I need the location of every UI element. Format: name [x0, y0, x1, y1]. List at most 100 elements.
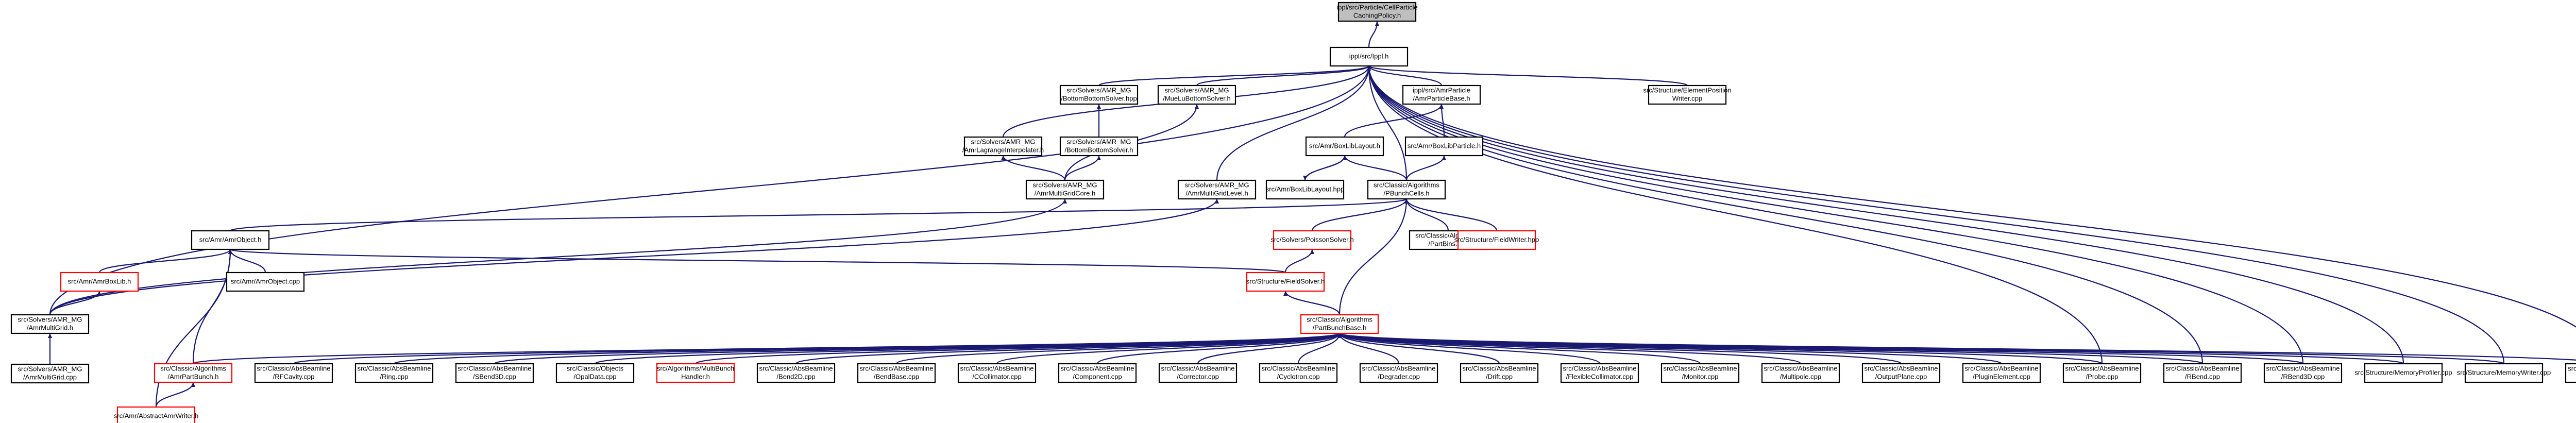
- node-label: /PartBunchBase.h: [1313, 324, 1367, 331]
- node-box: [1059, 136, 1139, 157]
- node-box: [2364, 363, 2443, 383]
- edge-b-mbdump-to-ippl: [1367, 65, 2576, 328]
- node-pbunch[interactable]: src/Classic/Algorithms/PartBunchBase.h: [1300, 314, 1379, 334]
- node-label: src/Structure/FieldWriter.hpp: [1454, 235, 1539, 243]
- node-label: /AmrLagrangeInterpolater.h: [962, 146, 1044, 154]
- node-root[interactable]: ippl/src/Particle/CellParticleCachingPol…: [1336, 2, 1418, 22]
- node-label: src/Structure/MemoryWriter.cpp: [2457, 368, 2551, 376]
- node-label: /AmrPartBunch.h: [168, 373, 219, 380]
- node-label: /AmrMultiGrid.cpp: [23, 373, 77, 381]
- node-box: [10, 314, 90, 334]
- node-b-amrpb[interactable]: src/Classic/Algorithms/AmrPartBunch.h: [154, 363, 233, 383]
- node-box: [1329, 46, 1409, 67]
- node-box: [1273, 230, 1352, 250]
- node-boxlibparticle: src/Amr/BoxLibParticle.h: [1404, 136, 1484, 157]
- node-label: /BottomBottomSolver.hpp: [1061, 94, 1137, 102]
- node-b-mon: src/Classic/AbsBeamline/Monitor.cpp: [1660, 363, 1740, 383]
- node-box: [1402, 84, 1481, 105]
- node-label: src/Classic/AbsBeamline: [859, 364, 933, 372]
- node-label: src/Classic/AbsBeamline: [1462, 364, 1536, 372]
- node-amlb: src/Solvers/AMR_MG/MueLuBottomSolver.h: [1157, 84, 1236, 105]
- node-label: /PBunchCells.h: [1384, 189, 1430, 197]
- node-box: [963, 136, 1043, 157]
- node-label: /Ring.cpp: [380, 373, 409, 380]
- edge-amgrid-h-to-amrboxlib: [49, 291, 101, 315]
- node-box: [756, 363, 836, 383]
- node-fieldwriter[interactable]: src/Structure/FieldWriter.hpp: [1454, 230, 1539, 250]
- node-amglevel: src/Solvers/AMR_MG/AmrMultiGridLevel.h: [1177, 179, 1257, 200]
- edge-b-mbdump-to-pbunch: [1337, 332, 2576, 361]
- edge-b-bend2d-to-pbunch: [795, 332, 1342, 365]
- node-box: [2163, 363, 2242, 383]
- node-label: src/Classic/AbsBeamline: [1161, 364, 1234, 372]
- node-box: [1259, 363, 1338, 383]
- node-poisson[interactable]: src/Solvers/PoissonSolver.h: [1270, 230, 1354, 250]
- node-label: src/Classic/Algorithms: [1374, 181, 1439, 189]
- node-label: src/Structure/ElementPosition: [1643, 86, 1731, 94]
- node-box: [1761, 363, 1840, 383]
- edge-b-ccoll-to-pbunch: [996, 332, 1342, 365]
- node-label: CachingPolicy.h: [1353, 11, 1401, 19]
- edge-fieldsolver-to-poisson: [1284, 249, 1314, 273]
- node-label: src/Classic/AbsBeamline: [759, 364, 833, 372]
- node-label: src/Classic/Algorithms: [160, 364, 226, 372]
- node-box: [1246, 272, 1325, 292]
- node-box: [1025, 179, 1105, 200]
- node-label: src/Classic/AbsBeamline: [357, 364, 431, 372]
- node-box: [1861, 363, 1941, 383]
- edge-ippl-to-root: [1368, 21, 1379, 48]
- node-b-bendbase: src/Classic/AbsBeamline/BendBase.cpp: [857, 363, 936, 383]
- edge-b-corr-to-pbunch: [1197, 333, 1342, 364]
- edge-ambbs-hpp-to-ippl: [1098, 65, 1371, 87]
- node-box: [555, 363, 635, 383]
- node-b-rfcav: src/Classic/AbsBeamline/RFCavity.cpp: [254, 363, 333, 383]
- node-box: [957, 363, 1037, 383]
- node-b-sb2d: src/Classic/AbsBeamline/SBend3D.cpp: [455, 363, 534, 383]
- node-fieldsolver[interactable]: src/Structure/FieldSolver.h: [1246, 272, 1325, 292]
- node-label: src/Solvers/AMR_MG: [18, 365, 82, 373]
- node-label: src/Classic/AbsBeamline: [457, 364, 531, 372]
- edge-pbunch-to-fieldsolver: [1283, 291, 1341, 315]
- node-label: /RBend.cpp: [2185, 373, 2220, 380]
- node-absamr[interactable]: src/Amr/AbstractAmrWriter.h: [114, 406, 198, 423]
- node-box: [1157, 84, 1236, 105]
- edge-pbc-to-boxliblayout: [1343, 155, 1408, 181]
- node-label: src/Classic/AbsBeamline: [1663, 364, 1737, 372]
- node-label: src/Solvers/AMR_MG: [1185, 181, 1249, 189]
- node-amrboxlib[interactable]: src/Amr/AmrBoxLib.h: [60, 272, 139, 292]
- node-label: Handler.h: [681, 373, 710, 380]
- node-label: /Degrader.cpp: [1378, 373, 1420, 380]
- edge-b-bendbase-to-pbunch: [895, 332, 1342, 365]
- node-box: [1058, 363, 1137, 383]
- node-amgrid-h: src/Solvers/AMR_MG/AmrMultiGrid.h: [10, 314, 90, 334]
- edge-b-memw-to-ippl: [1367, 65, 2505, 364]
- node-box: [226, 272, 305, 292]
- edge-sem-to-ippl: [1367, 65, 1688, 87]
- node-box: [2263, 363, 2343, 383]
- node-label: src/Solvers/AMR_MG: [1067, 86, 1131, 94]
- node-amlag: src/Solvers/AMR_MG/AmrLagrangeInterpolat…: [962, 136, 1044, 157]
- node-label: src/Classic/AbsBeamline: [1864, 364, 1938, 372]
- node-box: [455, 363, 534, 383]
- node-b-flex: src/Classic/AbsBeamline/FlexibleCollimat…: [1560, 363, 1639, 383]
- edge-amgcore-to-ambbs-h: [1064, 155, 1101, 181]
- file-nodes: ippl/src/Particle/CellParticleCachingPol…: [10, 2, 2576, 423]
- node-label: src/Solvers/AMR_MG: [1067, 138, 1131, 145]
- node-amrobject-cpp: src/Amr/AmrObject.cpp: [226, 272, 305, 292]
- node-amgrid-cpp: src/Solvers/AMR_MG/AmrMultiGrid.cpp: [10, 363, 90, 384]
- node-b-plug: src/Classic/AbsBeamline/PluginElement.cp…: [1962, 363, 2041, 383]
- node-label: /BottomBottomSolver.h: [1065, 146, 1133, 154]
- node-b-ccoll: src/Classic/AbsBeamline/CCollimator.cpp: [957, 363, 1037, 383]
- node-box: [1305, 136, 1384, 157]
- node-box: [1359, 363, 1438, 383]
- edge-poisson-to-pbc: [1311, 198, 1409, 231]
- node-ambbs-h: src/Solvers/AMR_MG/BottomBottomSolver.h: [1059, 136, 1139, 157]
- node-label: /SBend3D.cpp: [473, 373, 516, 380]
- node-box: [1404, 136, 1484, 157]
- edge-amlb-to-ippl: [1196, 65, 1371, 87]
- node-label: src/Classic/AbsBeamline: [2266, 364, 2340, 372]
- node-box: [1648, 84, 1727, 105]
